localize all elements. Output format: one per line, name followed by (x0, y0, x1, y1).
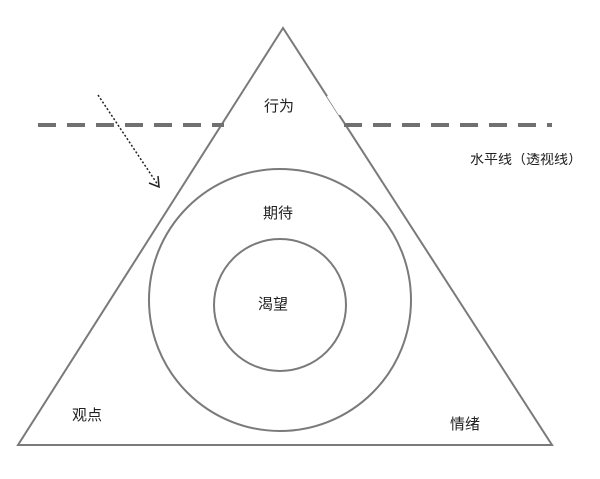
label-expectation: 期待 (263, 204, 294, 222)
pointer-arrowhead (148, 175, 160, 189)
label-emotion: 情绪 (450, 415, 481, 433)
label-viewpoint: 观点 (72, 406, 103, 424)
label-behavior: 行为 (264, 97, 295, 115)
expectation-circle (148, 168, 412, 432)
outer-triangle (16, 26, 554, 446)
triangle-edge-gap (326, 93, 344, 116)
desire-circle (213, 238, 347, 372)
label-horizon: 水平线（透视线） (470, 153, 582, 167)
pointer-arrow-line (97, 94, 159, 186)
label-desire: 渴望 (258, 295, 289, 313)
